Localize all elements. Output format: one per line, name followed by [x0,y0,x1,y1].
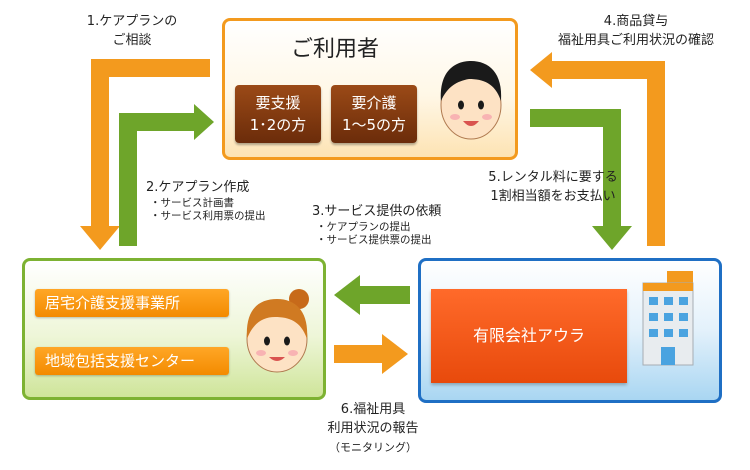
arrow-step3 [358,286,410,304]
step5-label: 5.レンタル料に要する 1割相当額をお支払い [468,168,638,206]
arrow-step6-head [382,334,408,374]
step3-label: 3.サービス提供の依頼 ・ケアプランの提出 ・サービス提供票の提出 [312,202,441,247]
company-name-label: 有限会社アウラ [431,289,627,383]
arrow-step6 [334,345,384,363]
community-support-center-label: 地域包括支援センター [35,347,229,375]
support-level-box: 要支援 1･2の方 [235,85,321,143]
home-care-support-office-label: 居宅介護支援事業所 [35,289,229,317]
care-support-office-box: 居宅介護支援事業所 地域包括支援センター [22,258,326,400]
arrow-step5-head [592,226,632,250]
company-box: 有限会社アウラ [418,258,722,403]
arrow-step4-head [530,52,552,88]
care-level-range: 1〜5の方 [331,114,417,136]
care-level-label: 要介護 [331,92,417,114]
step6-label: 6.福祉用具 利用状況の報告 （モニタリング） [298,400,448,457]
user-title: ご利用者 [225,31,445,63]
arrow-step3-head [334,275,360,315]
support-level-range: 1･2の方 [235,114,321,136]
office-building-icon [639,269,703,367]
step4-label: 4.商品貸与 福祉用具ご利用状況の確認 [530,12,742,50]
care-level-box: 要介護 1〜5の方 [331,85,417,143]
arrow-step2-head [194,104,214,140]
arrow-step1-head [80,226,120,250]
woman-face-icon [433,57,509,143]
step2-label: 2.ケアプラン作成 ・サービス計画書 ・サービス利用票の提出 [146,178,266,223]
step1-label: 1.ケアプランの ご相談 [62,12,202,50]
user-box: ご利用者 要支援 1･2の方 要介護 1〜5の方 [222,18,518,160]
support-level-label: 要支援 [235,92,321,114]
woman-face-icon [237,287,317,379]
